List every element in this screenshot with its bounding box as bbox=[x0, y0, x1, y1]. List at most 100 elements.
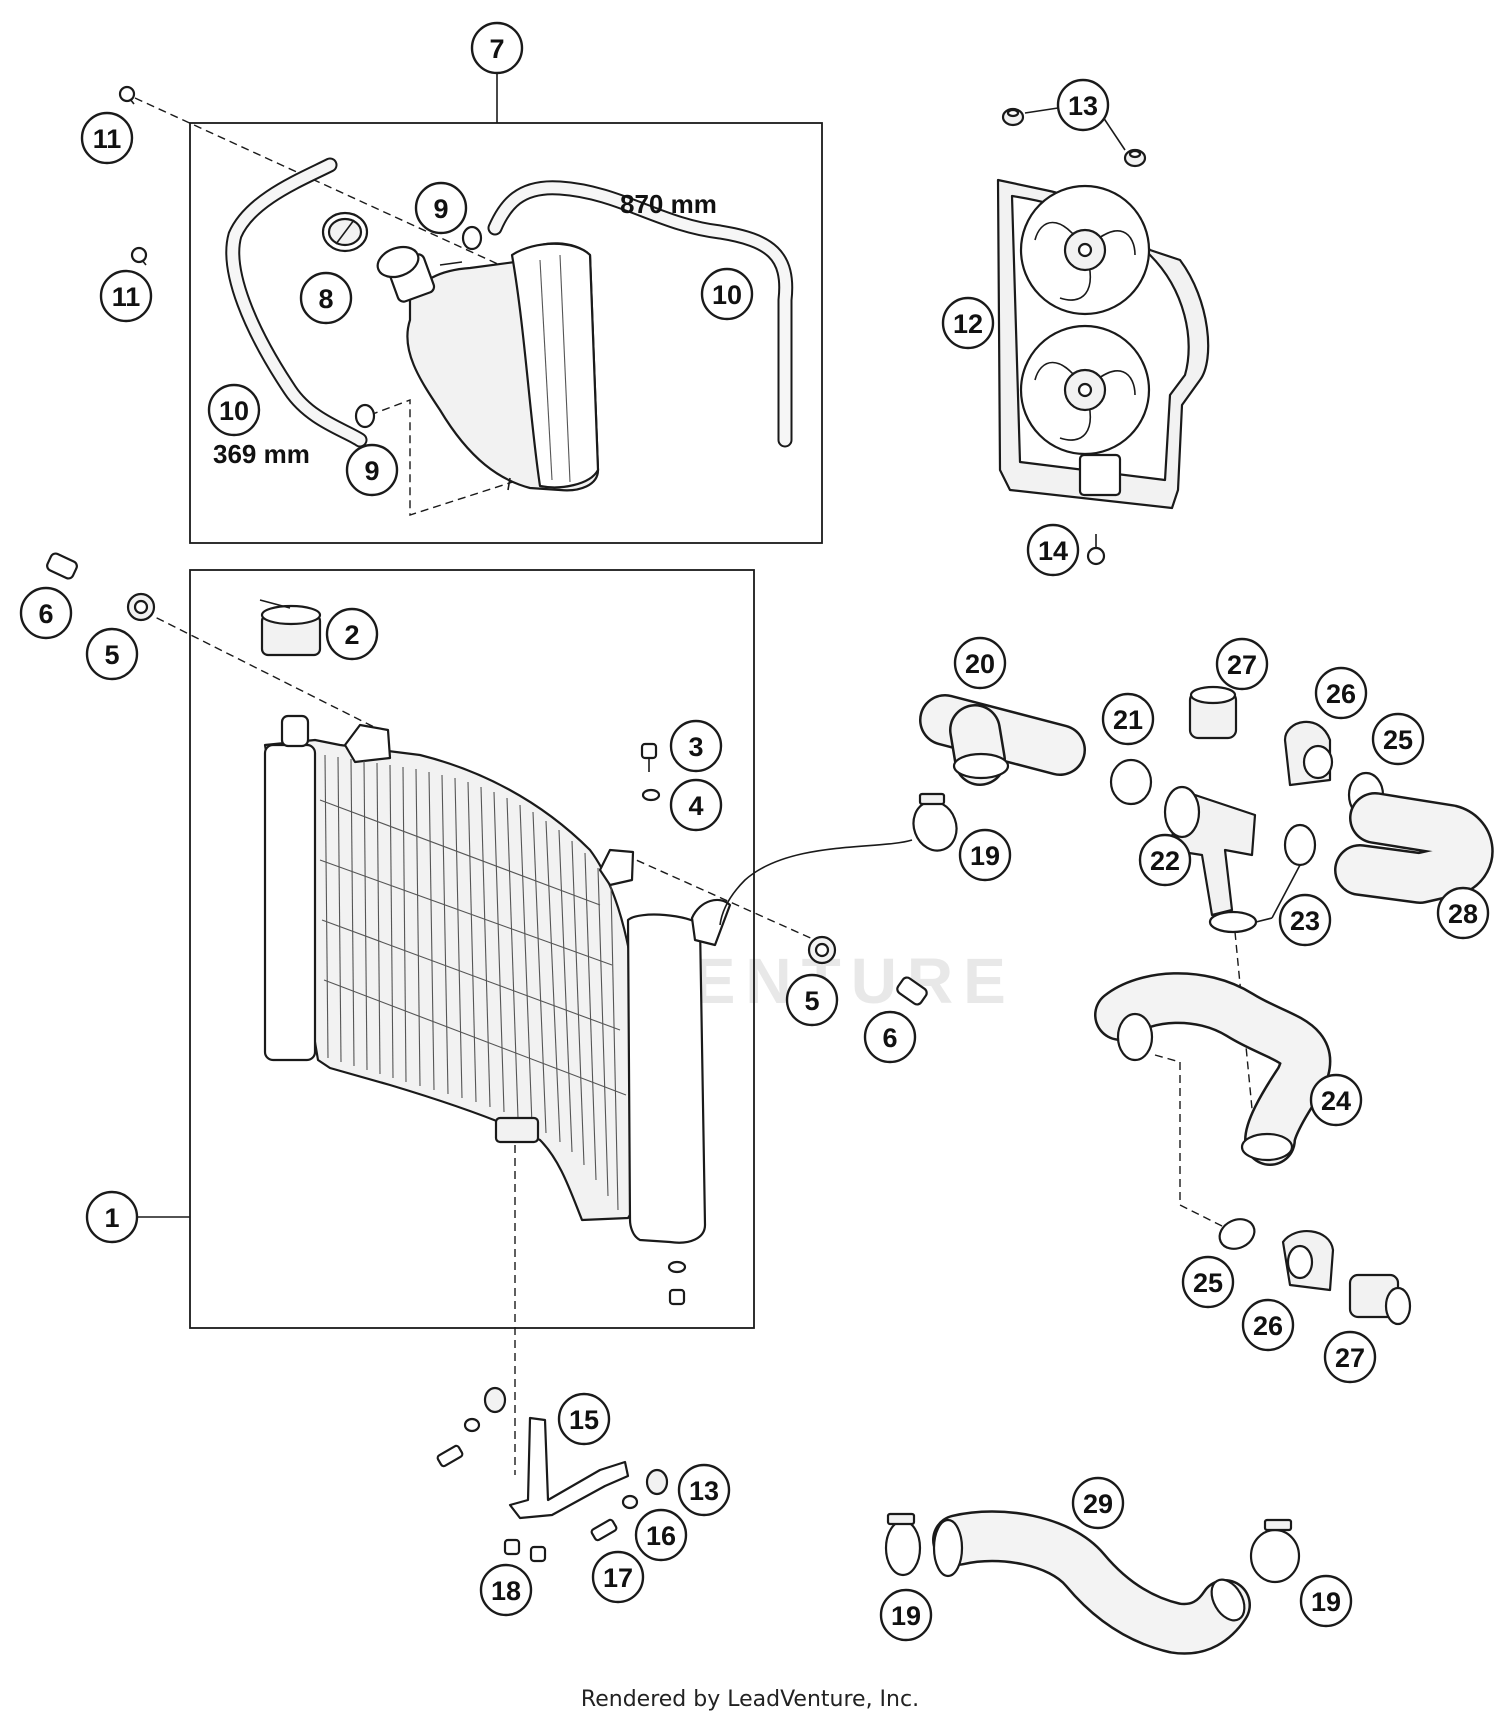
overflow-hose-long bbox=[487, 180, 794, 448]
svg-text:19: 19 bbox=[970, 841, 1000, 871]
expansion-tank-cap bbox=[321, 211, 369, 253]
hose-clamp-lower-right bbox=[1249, 1518, 1301, 1584]
callout-18: 18 bbox=[479, 1563, 533, 1617]
svg-text:15: 15 bbox=[569, 1405, 599, 1435]
svg-text:21: 21 bbox=[1113, 705, 1143, 735]
hose-path-line-lower bbox=[1154, 1054, 1231, 1231]
callout-14: 14 bbox=[1026, 523, 1080, 577]
svg-text:13: 13 bbox=[1068, 91, 1098, 121]
expansion-tank-group-box bbox=[189, 122, 823, 544]
svg-text:17: 17 bbox=[603, 1563, 633, 1593]
coolant-hose-24 bbox=[1094, 972, 1332, 1166]
callout-9-upper: 9 bbox=[414, 181, 468, 235]
callout-27-lower: 27 bbox=[1323, 1330, 1377, 1384]
hose-clamp-23-bottom bbox=[1208, 910, 1258, 934]
hose-clamp-lower-left bbox=[884, 1512, 922, 1577]
grommet-left bbox=[126, 592, 156, 622]
callout-27-upper: 27 bbox=[1215, 637, 1269, 691]
callout-5-right: 5 bbox=[785, 973, 839, 1027]
svg-text:14: 14 bbox=[1038, 536, 1068, 566]
coolant-hose-28 bbox=[1334, 792, 1494, 904]
nut-bracket-right bbox=[645, 1468, 669, 1496]
radiator bbox=[263, 714, 732, 1244]
svg-text:16: 16 bbox=[646, 1521, 676, 1551]
callout-25-upper: 25 bbox=[1371, 712, 1425, 766]
callout-6-left: 6 bbox=[19, 586, 73, 640]
callout-13-bracket: 13 bbox=[677, 1463, 731, 1517]
thermostat-valve-upper bbox=[1188, 685, 1238, 740]
screw-radiator bbox=[640, 742, 658, 772]
svg-text:23: 23 bbox=[1290, 906, 1320, 936]
svg-text:11: 11 bbox=[112, 282, 141, 312]
svg-text:4: 4 bbox=[688, 791, 703, 821]
svg-text:28: 28 bbox=[1448, 899, 1478, 929]
callout-20: 20 bbox=[953, 636, 1007, 690]
callout-1: 1 bbox=[85, 1190, 139, 1244]
svg-text:26: 26 bbox=[1326, 679, 1356, 709]
svg-text:6: 6 bbox=[882, 1023, 897, 1053]
radiator-group-box bbox=[189, 569, 755, 1329]
svg-text:27: 27 bbox=[1227, 650, 1257, 680]
callout-3: 3 bbox=[669, 719, 723, 773]
callout-23: 23 bbox=[1278, 893, 1332, 947]
svg-text:20: 20 bbox=[965, 649, 995, 679]
callout-12: 12 bbox=[941, 296, 995, 350]
svg-text:22: 22 bbox=[1150, 846, 1180, 876]
callout-15: 15 bbox=[557, 1392, 611, 1446]
callout-19-lower-right: 19 bbox=[1299, 1574, 1353, 1628]
svg-text:2: 2 bbox=[344, 620, 359, 650]
callout-22: 22 bbox=[1138, 833, 1192, 887]
svg-text:11: 11 bbox=[93, 124, 122, 154]
svg-text:3: 3 bbox=[688, 732, 703, 762]
svg-text:7: 7 bbox=[489, 34, 504, 64]
callout-25-lower: 25 bbox=[1181, 1255, 1235, 1309]
svg-text:12: 12 bbox=[953, 309, 983, 339]
screw-upper bbox=[118, 85, 136, 105]
svg-text:27: 27 bbox=[1335, 1343, 1365, 1373]
callout-10-right: 10 bbox=[700, 267, 754, 321]
svg-text:18: 18 bbox=[491, 1576, 521, 1606]
radiator-fan-assembly bbox=[996, 178, 1210, 510]
radiator-bracket bbox=[508, 1416, 630, 1520]
spacer-left bbox=[46, 552, 78, 580]
callout-10-left: 10 bbox=[207, 383, 261, 437]
spacer-right bbox=[896, 976, 928, 1006]
svg-text:10: 10 bbox=[712, 280, 742, 310]
hose-length-short: 369 mm bbox=[213, 439, 310, 469]
svg-text:24: 24 bbox=[1321, 1086, 1351, 1116]
screw-bracket-18a bbox=[503, 1538, 521, 1556]
screw-bracket-18b bbox=[529, 1545, 547, 1563]
hose-clamp-23-side bbox=[1283, 823, 1317, 867]
callout-11-lower: 11 bbox=[99, 269, 153, 323]
callout-17: 17 bbox=[591, 1550, 645, 1604]
callout-26-lower: 26 bbox=[1241, 1298, 1295, 1352]
hose-clamp-25-lower bbox=[1218, 1218, 1256, 1250]
hose-clamp-21 bbox=[1109, 758, 1153, 806]
hose-clamp-small-lower bbox=[354, 403, 376, 429]
grommet-right bbox=[807, 935, 837, 965]
callout-4: 4 bbox=[669, 778, 723, 832]
nut-fan-left bbox=[1001, 107, 1025, 127]
callout-5-left: 5 bbox=[85, 627, 139, 681]
svg-text:25: 25 bbox=[1193, 1268, 1223, 1298]
screw-bracket-left bbox=[436, 1444, 464, 1468]
washer-bracket-16 bbox=[621, 1494, 639, 1510]
callout-6-right: 6 bbox=[863, 1010, 917, 1064]
callout-9-lower: 9 bbox=[345, 443, 399, 497]
svg-text:13: 13 bbox=[689, 1476, 719, 1506]
callout-21: 21 bbox=[1101, 692, 1155, 746]
svg-text:29: 29 bbox=[1083, 1489, 1113, 1519]
washer-radiator bbox=[641, 788, 661, 802]
svg-text:9: 9 bbox=[364, 456, 379, 486]
svg-text:5: 5 bbox=[804, 986, 819, 1016]
callout-26-upper: 26 bbox=[1314, 666, 1368, 720]
svg-text:19: 19 bbox=[891, 1601, 921, 1631]
callout-24: 24 bbox=[1309, 1073, 1363, 1127]
svg-text:25: 25 bbox=[1383, 725, 1413, 755]
screw-radiator-lower bbox=[667, 1260, 687, 1306]
callout-2: 2 bbox=[325, 607, 379, 661]
callout-19-upper: 19 bbox=[958, 828, 1012, 882]
fan-screw bbox=[1086, 534, 1106, 566]
svg-text:5: 5 bbox=[104, 640, 119, 670]
